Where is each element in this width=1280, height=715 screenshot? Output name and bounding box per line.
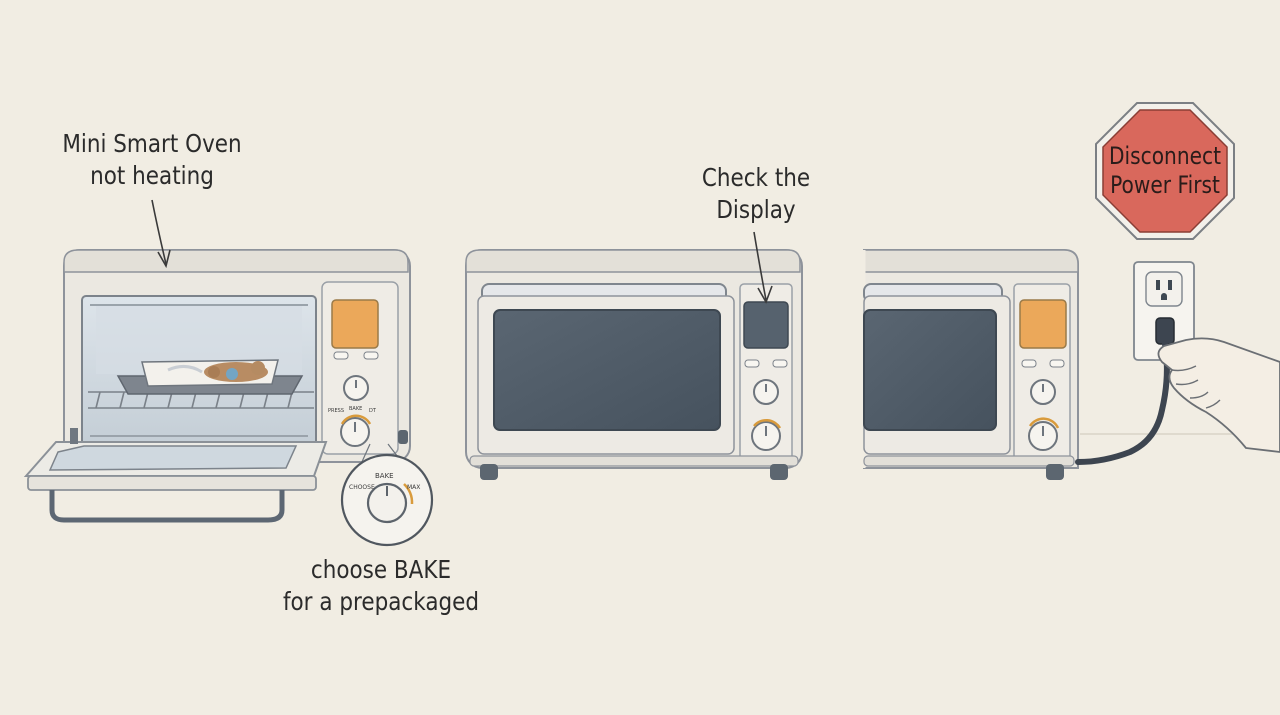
oven-unplugging <box>862 249 1079 480</box>
stop-sign-text: Disconnect Power First <box>1102 142 1228 200</box>
arrow-to-display <box>753 231 773 304</box>
hand-pulling-plug <box>1157 337 1280 453</box>
stop-sign-line-1: Disconnect <box>1108 142 1221 170</box>
caption-oven-not-heating: Mini Smart Oven not heating <box>57 128 246 192</box>
wall-outlet <box>1080 261 1280 435</box>
caption-line-1: Check the <box>701 163 811 192</box>
arrow-to-oven-top <box>151 199 171 269</box>
food-tray <box>116 359 304 395</box>
caption-line-2: Display <box>716 195 796 224</box>
dark-display <box>743 301 789 349</box>
zoom-dial-label-center: BAKE <box>375 472 394 480</box>
caption-line-1: choose BAKE <box>310 555 452 584</box>
stop-sign-line-2: Power First <box>1110 171 1220 199</box>
power-plug <box>1075 317 1175 465</box>
bake-dial-zoom <box>340 443 434 547</box>
zoom-dial-label-left: CHOOSE <box>349 484 375 491</box>
caption-line-2: for a prepackaged <box>282 587 480 616</box>
oven-closed <box>465 249 803 480</box>
panel-knob-label-2: BAKE <box>349 406 363 412</box>
panel-knob-label-3: DT <box>369 408 376 414</box>
oven-open-door <box>23 249 411 523</box>
zoom-dial-label-right: MAX <box>407 484 421 491</box>
caption-check-display: Check the Display <box>670 162 842 226</box>
orange-display <box>331 299 379 349</box>
caption-line-2: not heating <box>90 161 214 190</box>
oven-door-open <box>23 441 328 523</box>
panel-knob-label-1: PRESS <box>328 408 344 414</box>
caption-line-1: Mini Smart Oven <box>62 129 242 158</box>
stop-sign <box>1095 102 1235 240</box>
caption-choose-bake: choose BAKE for a prepackaged <box>274 554 489 618</box>
